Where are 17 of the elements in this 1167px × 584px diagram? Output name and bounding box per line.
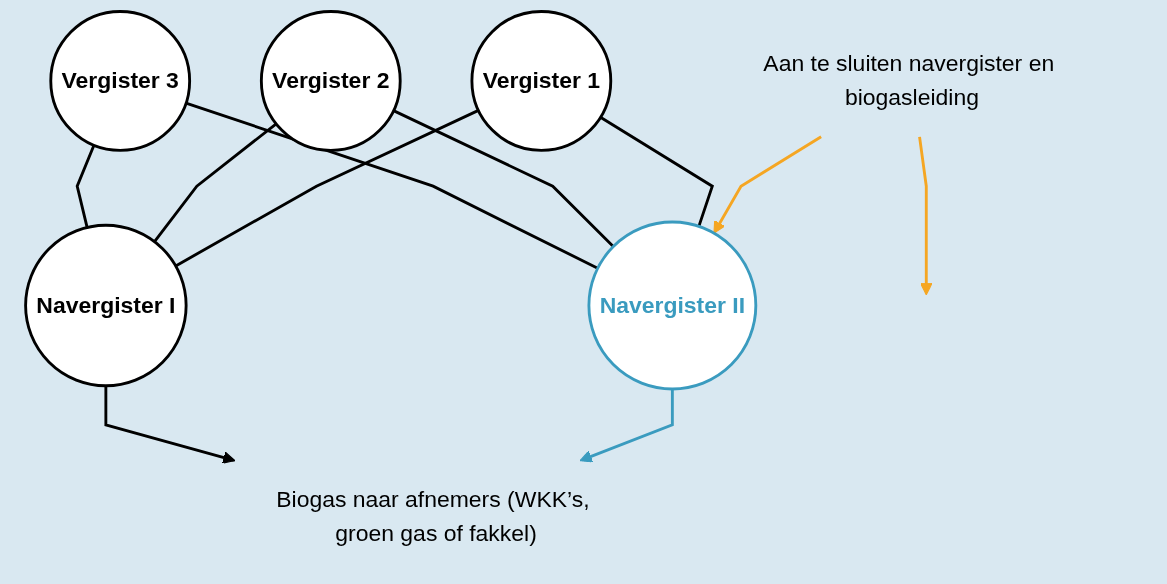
tank-circle: Navergister I (24, 223, 188, 388)
pipe-line (75, 144, 96, 228)
pipe-line (185, 101, 599, 270)
arrow (713, 135, 822, 234)
tank-circle: Vergister 1 (470, 10, 613, 152)
tank-circle: Vergister 2 (259, 10, 402, 152)
tank-circle: Vergister 3 (49, 10, 192, 152)
text-label: Biogas naar afnemers (WKK’s, groen gas of fakkel) (276, 486, 590, 546)
arrow (104, 385, 236, 464)
pipe-line (599, 116, 715, 227)
pipe-line (175, 109, 480, 268)
text-label: Aan te sluiten navergister en biogasleiding (763, 50, 1055, 110)
pipe-line (392, 109, 615, 248)
pipe-line (153, 122, 278, 243)
tank-circle: Navergister II (587, 220, 758, 391)
arrow (579, 388, 674, 463)
arrow (918, 136, 933, 296)
